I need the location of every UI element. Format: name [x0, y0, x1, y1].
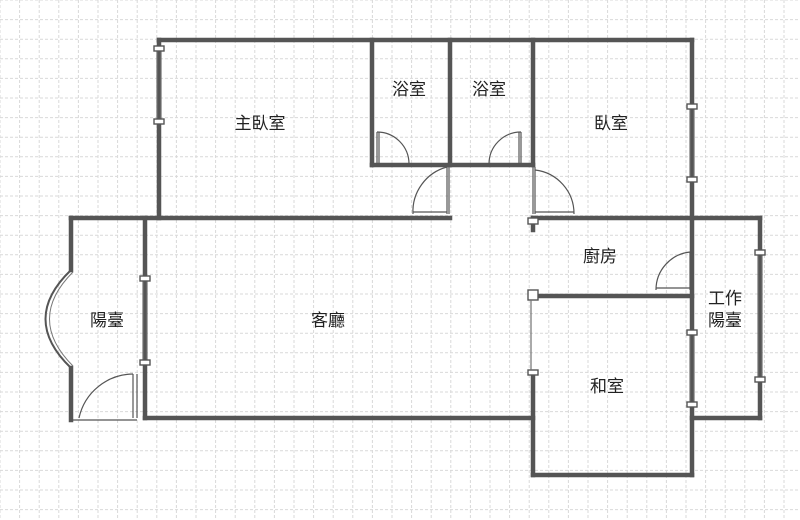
room-label-bath-2: 浴室	[472, 80, 506, 100]
room-label-bedroom: 臥室	[594, 114, 628, 134]
windows	[139, 45, 766, 408]
balcony-bay	[44, 269, 74, 369]
room-label-master-bedroom: 主臥室	[234, 114, 286, 134]
room-label-work-balcony: 工作 陽臺	[708, 289, 742, 331]
walls	[68, 37, 763, 478]
room-label-bath-1: 浴室	[392, 80, 426, 100]
room-label-japanese-room: 和室	[590, 377, 624, 397]
room-label-balcony: 陽臺	[90, 311, 124, 331]
doors	[71, 131, 693, 421]
room-label-living-room: 客廳	[311, 311, 345, 331]
room-label-kitchen: 廚房	[583, 247, 617, 267]
